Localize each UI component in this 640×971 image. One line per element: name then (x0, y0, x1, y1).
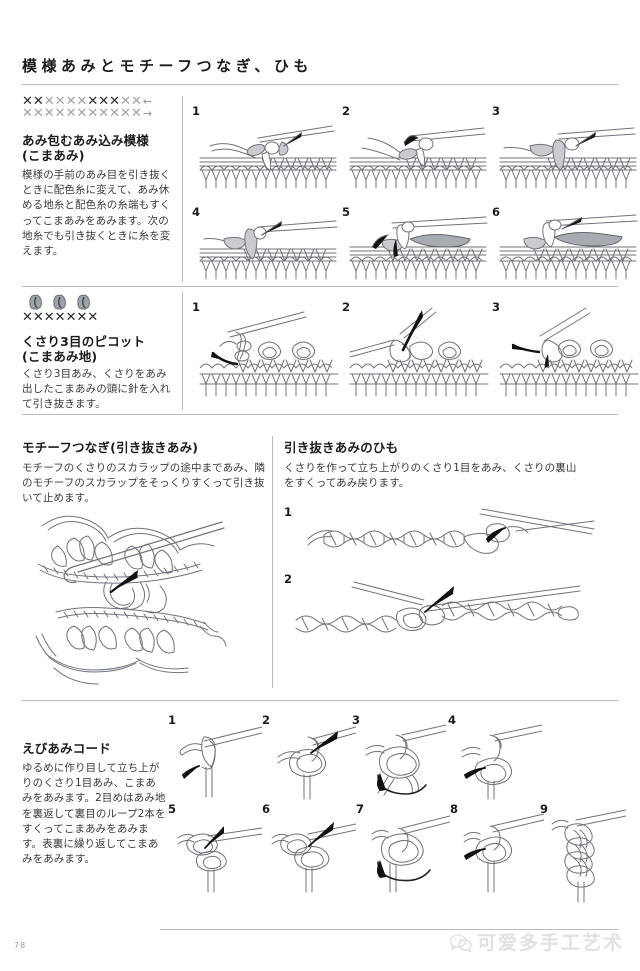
step-number: 5 (342, 205, 351, 219)
step-number: 3 (492, 300, 501, 314)
section-subtitle: (こまあみ地) (22, 349, 98, 364)
step-number: 1 (284, 505, 293, 519)
picot-base-row: ✕✕✕✕✕✕✕ (22, 310, 99, 325)
section-title: えびあみコード (22, 741, 111, 756)
section-title: くさり3目のピコット (22, 334, 146, 349)
picot-symbol-icon (29, 294, 90, 310)
section-amikurumu-chart: ✕✕✕✕✕✕✕✕✕✕✕← ✕✕✕✕✕✕✕✕✕✕✕→ (22, 94, 182, 121)
section-amikurumu-body: 模様の手前のあみ目を引き抜くときに配色糸に変えて、あみ休める地糸と配色糸の糸端も… (22, 169, 171, 258)
section-title: 引き抜きあみのひも (284, 440, 399, 455)
step-number: 9 (540, 802, 549, 816)
watermark: 可爱多手工艺术 (449, 928, 624, 955)
page-title: 模様あみとモチーフつなぎ、ひも (22, 57, 313, 75)
section-title: あみ包むあみ込み模様 (22, 133, 150, 148)
step-number: 1 (168, 713, 177, 727)
page-number: 78 (14, 941, 27, 950)
wechat-icon (449, 934, 472, 952)
arrow-left-icon: ← (142, 95, 153, 108)
step-number: 1 (192, 300, 201, 314)
step-number: 1 (192, 104, 201, 118)
section2-bottom-rule (22, 414, 618, 415)
section-picot-chart: ✕✕✕✕✕✕✕ (22, 292, 182, 324)
section-picot-body: くさり3目あみ、くさりをあみ出したこまあみの頭に針を入れて引き抜きます。 (22, 368, 171, 411)
section2-divider (182, 292, 183, 410)
step-number: 8 (450, 802, 459, 816)
step-number: 2 (262, 713, 271, 727)
section-ebiami-body: ゆるめに作り目して立ち上がりのくさり1目あみ、こまあみをあみます。2目めはあみ地… (22, 762, 166, 866)
step-number: 5 (168, 802, 177, 816)
section-subtitle: (こまあみ) (22, 148, 85, 163)
step-number: 2 (342, 300, 351, 314)
section1-divider (182, 96, 183, 282)
title-rule (22, 84, 618, 85)
symbol-chart-row-bottom: ✕✕✕✕✕✕✕✕✕✕✕→ (22, 106, 153, 121)
step-number: 4 (448, 713, 457, 727)
section-amikurumu-heading: あみ包むあみ込み模様 (こまあみ) (22, 133, 182, 163)
step-number: 3 (352, 713, 361, 727)
step-number: 6 (262, 802, 271, 816)
section-title: モチーフつなぎ(引き抜きあみ) (22, 440, 199, 455)
step-number: 7 (356, 802, 365, 816)
step-number: 6 (492, 205, 501, 219)
step-number: 2 (342, 104, 351, 118)
step-number: 2 (284, 572, 293, 586)
section1-bottom-rule (22, 286, 618, 287)
section3-divider (272, 436, 273, 688)
watermark-text: 可爱多手工艺术 (476, 932, 624, 954)
section4-bottom-rule (22, 700, 618, 701)
symbol-chart-row-top: ✕✕✕✕✕✕✕✕✕✕✕← (22, 94, 153, 109)
section-himo-body: くさりを作って立ち上がりのくさり1目をあみ、くさりの裏山をすくってあみ戻ります。 (284, 462, 577, 490)
step-number: 4 (192, 205, 201, 219)
section-motif-heading: モチーフつなぎ(引き抜きあみ) (22, 440, 272, 455)
arrow-right-icon: → (142, 107, 153, 120)
section-picot-heading: くさり3目のピコット (こまあみ地) (22, 334, 182, 364)
section-motif-body: モチーフのくさりのスカラップの途中まであみ、隣のモチーフのスカラップをそっくりす… (22, 462, 266, 505)
section-ebiami-heading: えびあみコード (22, 741, 172, 756)
section-himo-heading: 引き抜きあみのひも (284, 440, 584, 455)
footer-rule (160, 929, 618, 930)
step-number: 3 (492, 104, 501, 118)
picot-symbol-row (22, 292, 182, 314)
